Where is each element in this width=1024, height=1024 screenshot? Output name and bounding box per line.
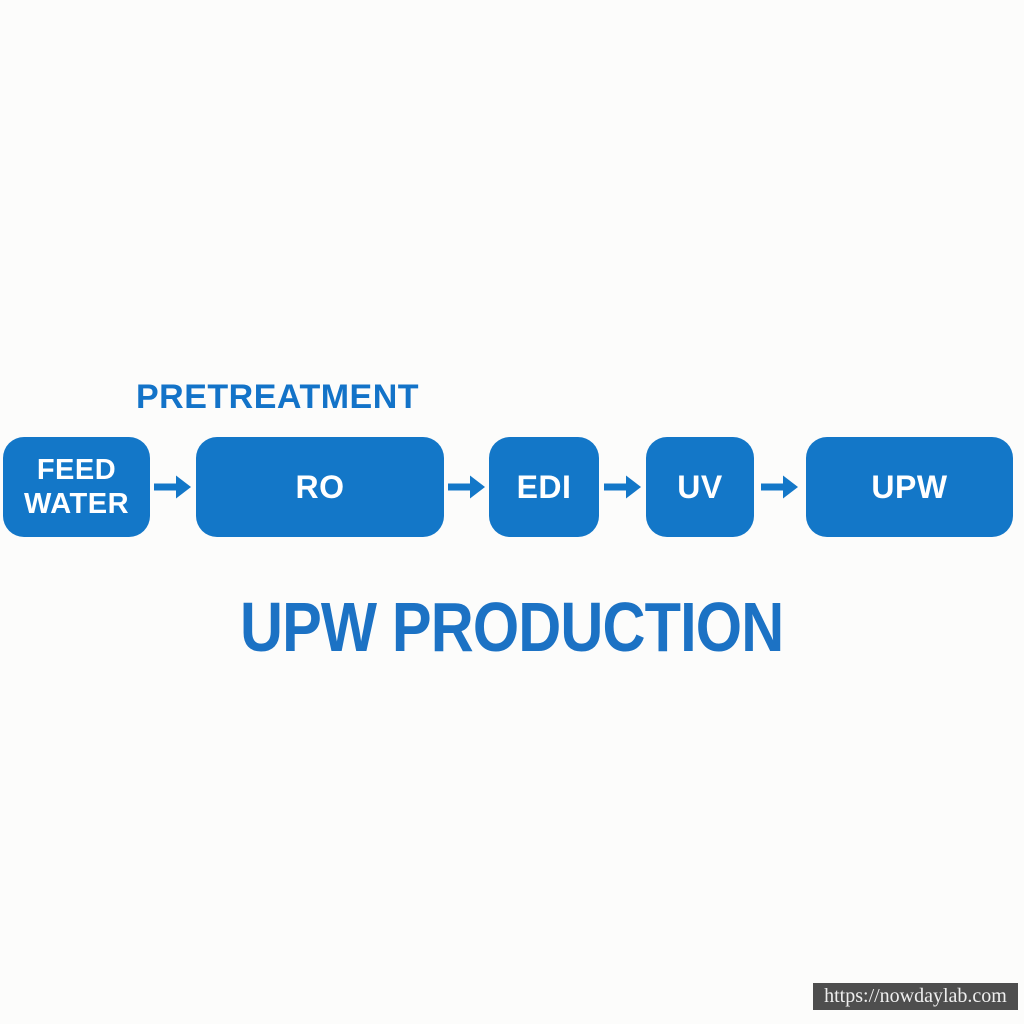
node-upw-label: UPW	[871, 468, 948, 505]
arrow-right-icon	[150, 437, 196, 537]
watermark-url-text: https://nowdaylab.com	[824, 985, 1007, 1007]
pretreatment-label: PRETREATMENT	[136, 378, 420, 416]
node-upw: UPW	[806, 437, 1013, 537]
node-feed-water-label: FEED WATER	[23, 454, 130, 520]
arrow-right-icon	[754, 437, 806, 537]
diagram-title-text: UPW PRODUCTION	[240, 588, 784, 666]
node-edi: EDI	[489, 437, 599, 537]
watermark: https://nowdaylab.com	[813, 983, 1018, 1010]
node-ro-label: RO	[295, 468, 345, 505]
arrow-right-icon	[444, 437, 489, 537]
node-feed-water: FEED WATER	[3, 437, 150, 537]
flow-row: FEED WATER RO EDI UV	[3, 437, 1013, 537]
node-uv: UV	[646, 437, 754, 537]
node-uv-label: UV	[677, 468, 723, 505]
node-edi-label: EDI	[516, 468, 572, 505]
diagram-title: UPW PRODUCTION	[0, 591, 1024, 663]
arrow-right-icon	[599, 437, 646, 537]
node-ro: RO	[196, 437, 444, 537]
